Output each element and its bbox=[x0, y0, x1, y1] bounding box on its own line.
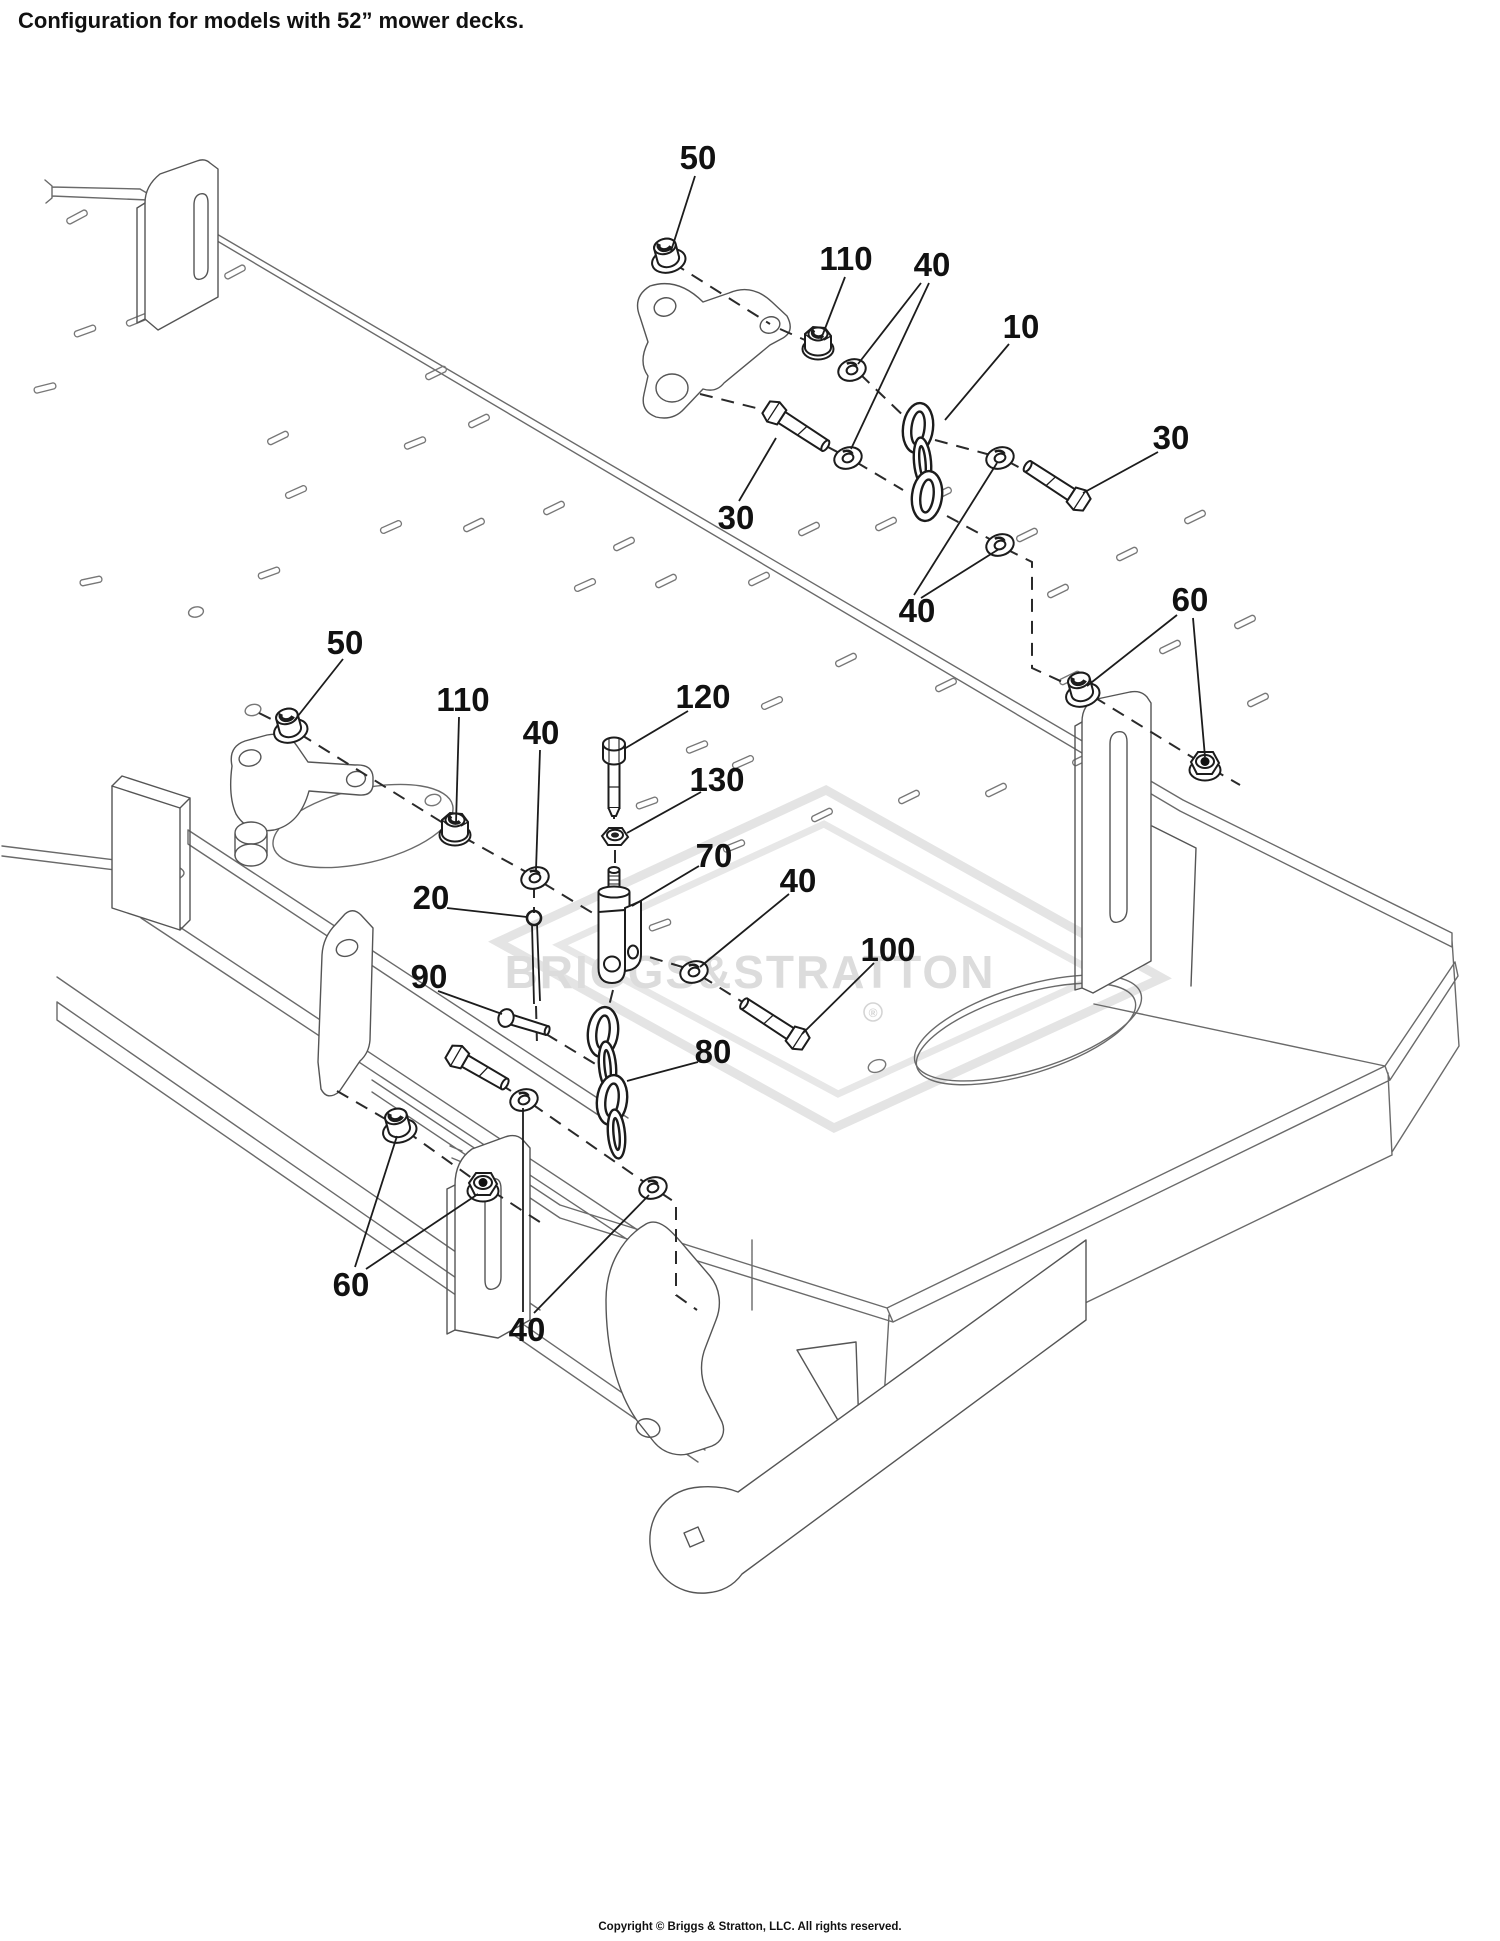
clevis-pin-90 bbox=[497, 1008, 551, 1037]
part-number-label: 110 bbox=[819, 240, 872, 277]
lock-nut-110 bbox=[438, 811, 472, 847]
nut-130 bbox=[600, 827, 630, 846]
bolt-30 bbox=[1022, 459, 1092, 512]
part-number-label: 90 bbox=[411, 958, 448, 995]
assembly-axis-dashes bbox=[258, 262, 1241, 1311]
bolt-30 bbox=[761, 400, 831, 453]
hook-bracket-upper bbox=[636, 282, 791, 419]
callout-60: 60 bbox=[333, 1135, 479, 1303]
spindle-opening bbox=[913, 974, 1143, 1082]
flange-nut-50 bbox=[651, 237, 687, 274]
slot-bracket-right bbox=[1074, 690, 1197, 994]
callout-50: 50 bbox=[670, 139, 717, 252]
washer-40 bbox=[985, 446, 1015, 470]
part-number-label: 50 bbox=[327, 624, 364, 661]
hook-bracket-mid bbox=[229, 733, 374, 867]
clevis-70 bbox=[597, 866, 642, 985]
washer-40 bbox=[520, 866, 550, 890]
callout-110: 110 bbox=[436, 681, 490, 824]
flange-nut-60 bbox=[1065, 671, 1101, 708]
part-number-label: 40 bbox=[914, 246, 951, 283]
front-hanger-hook bbox=[605, 1221, 725, 1456]
callout-60: 60 bbox=[1086, 581, 1209, 758]
callout-30: 30 bbox=[1082, 419, 1190, 494]
deck-slot-holes bbox=[33, 209, 1269, 932]
bolt-lower bbox=[444, 1044, 510, 1091]
part-number-label: 80 bbox=[695, 1033, 732, 1070]
strap-bracket bbox=[317, 910, 374, 1097]
part-number-label: 20 bbox=[413, 879, 450, 916]
part-number-label: 50 bbox=[680, 139, 717, 176]
hardware-parts bbox=[273, 237, 1222, 1203]
part-number-label: 10 bbox=[1003, 308, 1040, 345]
part-number-label: 40 bbox=[780, 862, 817, 899]
slot-bracket-top-left bbox=[136, 159, 219, 331]
part-number-label: 60 bbox=[1172, 581, 1209, 618]
callout-130: 130 bbox=[626, 761, 745, 834]
callout-labels: 50 110 40 10 30 30 40 60 50 110 40 120 130 70 40 100 20 9… bbox=[293, 139, 1209, 1348]
part-number-label: 120 bbox=[675, 678, 730, 715]
support-arm bbox=[649, 1239, 1087, 1594]
part-number-label: 40 bbox=[509, 1311, 546, 1348]
copyright-line: Copyright © Briggs & Stratton, LLC. All … bbox=[598, 1921, 902, 1933]
mower-deck-outline bbox=[1, 159, 1460, 1594]
bolt-100 bbox=[739, 997, 811, 1051]
callout-40: 40 bbox=[850, 246, 951, 450]
watermark-text: BRIGGS&STRATTON bbox=[505, 946, 996, 998]
page-title: Configuration for models with 52” mower … bbox=[18, 8, 525, 33]
callout-40: 40 bbox=[699, 862, 817, 968]
callout-70: 70 bbox=[631, 837, 733, 907]
part-number-label: 60 bbox=[333, 1266, 370, 1303]
callout-110: 110 bbox=[819, 240, 873, 340]
callout-120: 120 bbox=[623, 678, 731, 750]
callout-100: 100 bbox=[801, 931, 916, 1035]
callout-90: 90 bbox=[411, 958, 503, 1015]
part-number-label: 70 bbox=[696, 837, 733, 874]
flange-nut-50 bbox=[273, 707, 309, 744]
callout-40: 40 bbox=[523, 714, 560, 871]
washer-40 bbox=[509, 1088, 539, 1112]
left-angle-bracket bbox=[111, 775, 191, 931]
callout-40: 40 bbox=[509, 1108, 650, 1348]
part-number-label: 130 bbox=[689, 761, 744, 798]
cotter-pin-20 bbox=[525, 909, 543, 1005]
callout-30: 30 bbox=[718, 437, 777, 536]
callout-20: 20 bbox=[413, 879, 528, 918]
chain-80 bbox=[586, 1005, 629, 1160]
chain-10 bbox=[901, 401, 944, 523]
slot-bracket-lower bbox=[446, 1134, 531, 1339]
callout-40: 40 bbox=[899, 462, 1000, 629]
part-number-label: 40 bbox=[899, 592, 936, 629]
lock-nut-60 bbox=[466, 1172, 500, 1203]
callout-50: 50 bbox=[293, 624, 364, 722]
callout-10: 10 bbox=[944, 308, 1040, 421]
washer-40 bbox=[837, 358, 867, 382]
lock-nut-60 bbox=[1188, 751, 1222, 782]
part-number-label: 30 bbox=[718, 499, 755, 536]
flange-nut-60 bbox=[382, 1107, 418, 1144]
washer-40 bbox=[985, 533, 1015, 557]
part-number-label: 110 bbox=[436, 681, 489, 718]
lock-nut-110 bbox=[801, 325, 835, 361]
bolt-120 bbox=[602, 736, 626, 817]
part-number-label: 100 bbox=[860, 931, 915, 968]
deck-edges bbox=[1, 179, 1460, 1463]
part-number-label: 30 bbox=[1153, 419, 1190, 456]
registered-icon: ® bbox=[869, 1006, 878, 1020]
washer-40 bbox=[833, 446, 863, 470]
part-number-label: 40 bbox=[523, 714, 560, 751]
washer-40 bbox=[638, 1176, 668, 1200]
callout-80: 80 bbox=[626, 1033, 732, 1082]
deck-holes bbox=[187, 606, 887, 1074]
